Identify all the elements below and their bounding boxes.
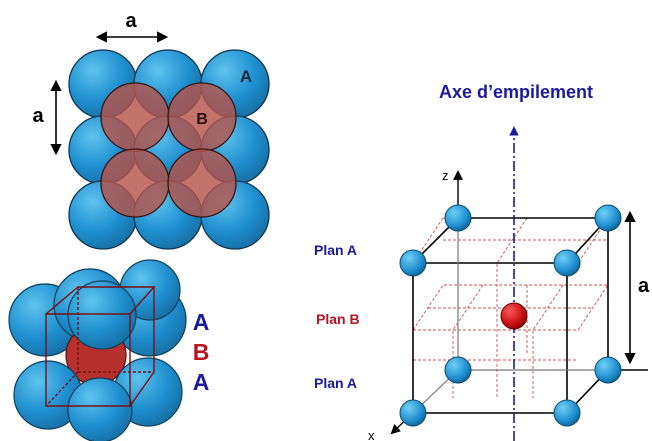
plan-a-atoms — [399, 204, 622, 427]
z-axis-label: z — [442, 168, 449, 183]
corner-atom-a — [444, 356, 472, 384]
plan-label-top: Plan A — [314, 242, 357, 258]
cell-dimension-label: a — [638, 275, 650, 297]
stacking-axis-title: Axe d’empilement — [439, 82, 593, 102]
atom-a-top-front — [67, 280, 137, 350]
horizontal-dimension-label: a — [125, 10, 137, 32]
corner-atom-a — [594, 204, 622, 232]
unit-cell-wireframe — [45, 286, 156, 407]
corner-atom-a — [399, 249, 427, 277]
corner-atom-a — [553, 249, 581, 277]
layer-label-bottom: A — [193, 369, 210, 395]
layer-b-atoms — [100, 82, 237, 218]
atom-b — [100, 82, 170, 152]
vertical-dimension-label: a — [32, 105, 44, 127]
corner-atom-a — [553, 399, 581, 427]
center-atom-b — [500, 302, 528, 330]
corner-atom-a — [399, 399, 427, 427]
layer-label-middle: B — [193, 339, 210, 365]
layer-label-top: A — [193, 309, 210, 335]
atom-a-label: A — [240, 67, 252, 86]
stacked-cluster-view: A B A — [8, 259, 210, 441]
atom-b — [100, 148, 170, 218]
atom-a-bottom-front — [67, 377, 133, 441]
corner-atom-a — [594, 356, 622, 384]
atom-b-label: B — [196, 111, 208, 128]
plan-label-bottom: Plan A — [314, 375, 357, 391]
corner-atom-a — [444, 204, 472, 232]
square-layer-view: a a A B — [32, 10, 270, 250]
plan-label-middle: Plan B — [316, 311, 360, 327]
x-axis-label: x — [368, 428, 375, 441]
cubic-cell-view: Axe d’empilement — [314, 82, 650, 441]
atom-b — [167, 148, 237, 218]
